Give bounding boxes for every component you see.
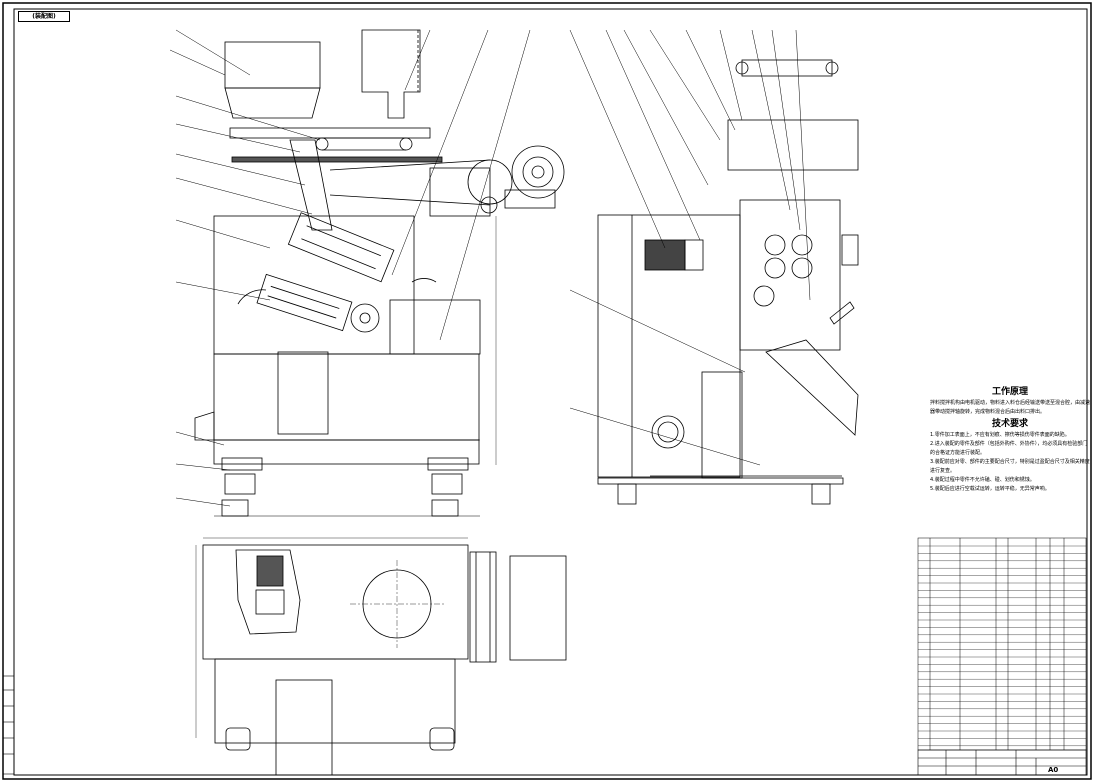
parts-list <box>917 537 1087 751</box>
requirement-item: 2.进入装配的零件及部件（包括外购件、外协件），均必须具有检验部门的合格证方能进… <box>930 441 1088 456</box>
principle-body: 拌料搅拌机构由电机驱动，物料进入料仓后经输送带送至混合腔，由减速器带动搅拌轴旋转… <box>930 400 1091 415</box>
requirements-title: 技术要求 <box>991 419 1028 429</box>
requirement-item: 4.装配过程中零件不允许磕、碰、划伤和锈蚀。 <box>930 477 1035 483</box>
sheet-size-label: A0 <box>1048 766 1059 774</box>
leader-lines-front <box>175 29 531 507</box>
side-view <box>597 59 859 505</box>
leader-lines-side <box>569 29 811 466</box>
principle-title: 工作原理 <box>991 387 1028 397</box>
requirement-item: 5.装配后应进行空载试运转，运转平稳，无异常声响。 <box>930 486 1050 492</box>
requirement-item: 3.装配前应对零、部件的主要配合尺寸，特别是过盈配合尺寸及相关精度进行复查。 <box>930 459 1090 474</box>
top-view <box>195 537 567 776</box>
binding-strip <box>2 675 15 775</box>
requirement-item: 1.零件加工表面上，不应有划痕、擦伤等损伤零件表面的缺陷。 <box>930 432 1070 438</box>
parts-list-rows <box>918 545 1086 746</box>
sheet-tag: (装配图) <box>18 11 70 22</box>
inner-border <box>13 8 1088 776</box>
technical-notes: 工作原理 拌料搅拌机构由电机驱动，物料进入料仓后经输送带送至混合腔，由减速器带动… <box>930 385 1090 494</box>
front-view <box>169 29 565 517</box>
title-block <box>917 749 1087 776</box>
